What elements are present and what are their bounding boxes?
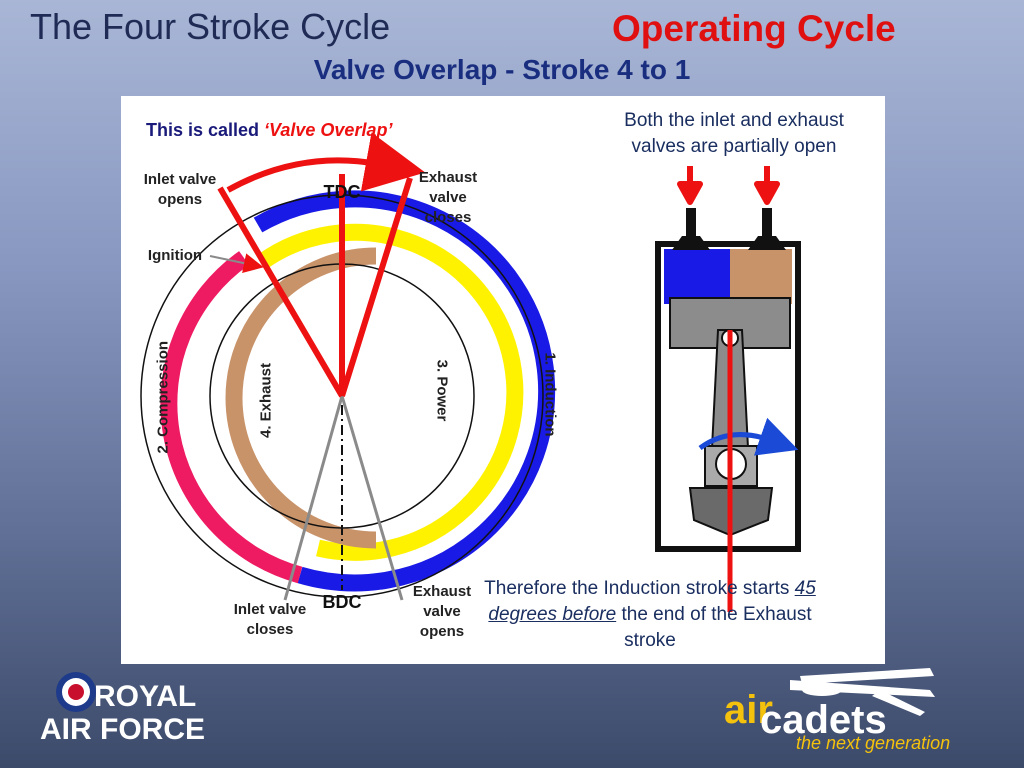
exhaust-closes-pointer	[339, 177, 413, 397]
rotation-arrow	[698, 417, 799, 456]
induction-stroke-label: 1. Induction	[541, 352, 559, 437]
air-cadets-cadets: cadets	[760, 698, 887, 742]
raf-logo-line1: ROYAL	[94, 680, 197, 713]
exhaust-gas	[730, 249, 792, 304]
inlet-closes-label: Inlet valve closes	[233, 601, 307, 638]
bdc-label: BDC	[322, 592, 362, 612]
exhaust-open-arrow	[754, 166, 780, 205]
inlet-open-arrow	[677, 166, 703, 205]
therefore-note: Therefore the Induction stroke starts 45…	[478, 576, 822, 654]
ignition-arrow	[209, 253, 264, 273]
caption-term: ‘Valve Overlap’	[264, 120, 393, 140]
inlet-closes-line	[283, 395, 344, 601]
compression-ring	[160, 251, 303, 584]
engine-cylinder	[655, 166, 801, 612]
exhaust-opens-line	[340, 395, 404, 601]
power-stroke-label: 3. Power	[433, 359, 451, 422]
induction-ring	[253, 190, 556, 592]
exhaust-closes-label: Exhaust valve closes	[418, 169, 478, 226]
section-title: Operating Cycle	[612, 8, 896, 49]
ignition-label: Ignition	[147, 247, 203, 264]
overlap-arc-arrow	[226, 132, 426, 193]
air-cadets-tagline: the next generation	[796, 733, 951, 753]
slide-title: The Four Stroke Cycle	[30, 6, 391, 47]
raf-roundel-icon	[56, 672, 96, 712]
intake-charge	[664, 249, 730, 304]
both-open-note: Both the inlet and exhaust valves are pa…	[624, 110, 844, 157]
exhaust-valve-stem	[762, 208, 772, 248]
power-ring	[257, 223, 524, 561]
inlet-opens-pointer	[217, 186, 345, 398]
tdc-label: TDC	[323, 182, 361, 202]
therefore-emphasis: 45 degrees before	[488, 578, 816, 625]
raf-logo-line2: AIR FORCE	[40, 713, 205, 746]
caption-prefix: This is called	[146, 120, 265, 140]
glider-icon	[790, 668, 935, 716]
air-cadets-air: air	[724, 688, 773, 732]
inlet-valve-head	[672, 236, 710, 250]
inlet-opens-label: Inlet valve opens	[143, 171, 217, 208]
sub-title: Valve Overlap - Stroke 4 to 1	[313, 54, 691, 85]
valve-overlap-caption: This is called ‘Valve Overlap’	[146, 120, 392, 140]
compression-stroke-label: 2. Compression	[154, 340, 172, 454]
exhaust-opens-label: Exhaust valve opens	[412, 583, 472, 640]
therefore-part1: Therefore the Induction stroke starts	[484, 578, 795, 599]
therefore-part2: the end of the Exhaust stroke	[616, 604, 812, 651]
exhaust-stroke-label: 4. Exhaust	[257, 362, 275, 439]
exhaust-valve-head	[748, 236, 786, 250]
inlet-valve-stem	[686, 208, 696, 248]
exhaust-ring	[225, 247, 377, 549]
